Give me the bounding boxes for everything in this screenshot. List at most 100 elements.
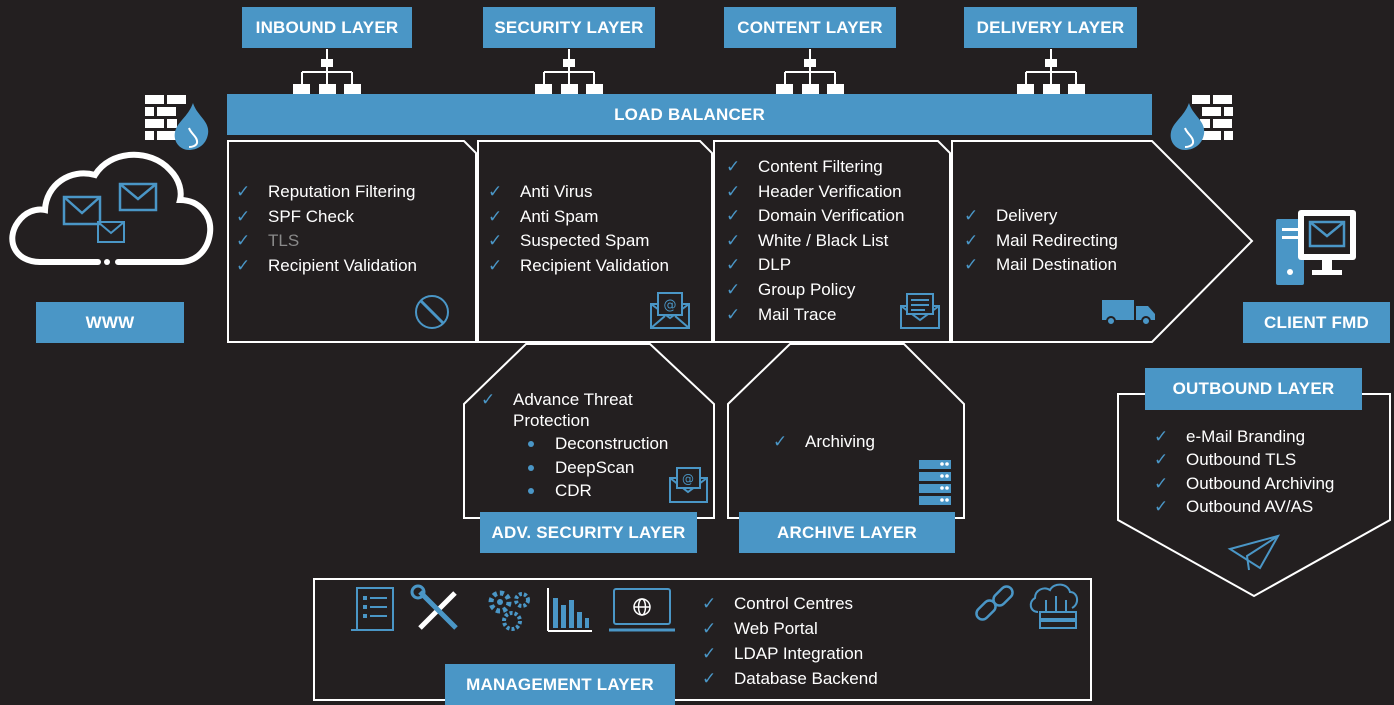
delivery-layer-label: DELIVERY LAYER <box>964 7 1137 48</box>
delivery-arrow <box>951 140 1254 343</box>
content-items: ✓Content Filtering ✓Header Verification … <box>726 155 904 327</box>
laptop-globe-icon <box>609 588 675 632</box>
security-layer-label: SECURITY LAYER <box>483 7 655 48</box>
list-item: ✓DLP <box>726 253 904 278</box>
adv-security-panel <box>463 343 715 519</box>
archive-layer-label: ARCHIVE LAYER <box>739 512 955 553</box>
newsletter-icon <box>900 293 940 329</box>
check-icon: ✓ <box>236 182 251 201</box>
check-icon: ✓ <box>702 619 717 638</box>
check-icon: ✓ <box>726 279 741 299</box>
list-item: ✓Anti Spam <box>488 205 669 230</box>
list-item: ✓Outbound TLS <box>1154 448 1334 471</box>
cloud-network-icon <box>1029 583 1078 629</box>
list-item: ✓SPF Check <box>236 205 417 230</box>
check-icon: ✓ <box>702 594 717 613</box>
document-list-icon <box>351 587 394 631</box>
delivery-items: ✓Delivery ✓Mail Redirecting ✓Mail Destin… <box>964 204 1118 278</box>
svg-text:@: @ <box>664 298 677 313</box>
check-icon: ✓ <box>488 231 503 251</box>
list-item: ✓Content Filtering <box>726 155 904 180</box>
list-item: ✓Group Policy <box>726 278 904 303</box>
check-icon: ✓ <box>726 206 741 226</box>
check-icon: ✓ <box>726 181 741 201</box>
paper-plane-icon <box>1227 534 1281 571</box>
check-icon: ✓ <box>726 255 741 275</box>
management-layer-label: MANAGEMENT LAYER <box>445 664 675 705</box>
check-icon: ✓ <box>236 206 251 226</box>
inbound-panel <box>227 140 477 343</box>
adv-security-layer-label: ADV. SECURITY LAYER <box>480 512 697 553</box>
check-icon: ✓ <box>726 157 741 176</box>
list-item: ✓Header Verification <box>726 180 904 205</box>
email-at-icon: @ <box>650 292 690 329</box>
management-items: ✓Control Centres ✓Web Portal ✓LDAP Integ… <box>702 591 878 691</box>
content-layer-label: CONTENT LAYER <box>724 7 896 48</box>
www-label: WWW <box>36 302 184 343</box>
check-icon: ✓ <box>236 255 251 275</box>
check-icon: ✓ <box>488 206 503 226</box>
list-item: ✓Advance Threat Protection <box>481 390 633 430</box>
outbound-items: ✓e-Mail Branding ✓Outbound TLS ✓Outbound… <box>1154 425 1334 518</box>
network-tree-icon <box>293 49 1085 94</box>
archive-panel <box>727 343 965 519</box>
list-item: ✓Recipient Validation <box>236 254 417 279</box>
check-icon: ✓ <box>726 230 741 250</box>
inbound-layer-label: INBOUND LAYER <box>242 7 412 48</box>
firewall-left-icon <box>145 95 209 150</box>
check-icon: ✓ <box>481 390 496 409</box>
list-item: ✓Outbound Archiving <box>1154 472 1334 495</box>
bullet-icon <box>528 464 534 471</box>
cloud-mail-icon <box>9 151 214 265</box>
adv-security-items: ✓Advance Threat Protection <box>481 389 671 431</box>
load-balancer-bar: LOAD BALANCER <box>227 94 1152 135</box>
list-item: Deconstruction <box>521 432 668 456</box>
bullet-icon <box>528 488 534 494</box>
check-icon: ✓ <box>964 230 979 250</box>
list-item: ✓Database Backend <box>702 666 878 691</box>
list-item: ✓Mail Trace <box>726 303 904 328</box>
tools-icon <box>410 584 458 630</box>
computer-mail-icon <box>1276 210 1356 285</box>
check-icon: ✓ <box>1154 496 1169 516</box>
list-item: ✓Mail Destination <box>964 253 1118 278</box>
security-items: ✓Anti Virus ✓Anti Spam ✓Suspected Spam ✓… <box>488 180 669 278</box>
outbound-layer-label: OUTBOUND LAYER <box>1145 368 1362 410</box>
list-item: ✓Outbound AV/AS <box>1154 495 1334 518</box>
truck-icon <box>1102 300 1155 326</box>
list-item: CDR <box>521 479 668 503</box>
check-icon: ✓ <box>964 255 979 275</box>
list-item: ✓Delivery <box>964 204 1118 229</box>
list-item: ✓Suspected Spam <box>488 229 669 254</box>
list-item: DeepScan <box>521 456 668 480</box>
check-icon: ✓ <box>702 644 717 663</box>
server-rack-icon <box>919 460 951 505</box>
list-item: ✓TLS <box>236 229 417 254</box>
list-item: ✓LDAP Integration <box>702 641 878 666</box>
list-item: ✓White / Black List <box>726 229 904 254</box>
check-icon: ✓ <box>236 231 251 251</box>
gears-icon <box>488 590 530 631</box>
check-icon: ✓ <box>773 432 788 451</box>
list-item: ✓Control Centres <box>702 591 878 616</box>
blocked-icon <box>415 295 449 329</box>
check-icon: ✓ <box>488 255 503 275</box>
list-item: ✓Web Portal <box>702 616 878 641</box>
archive-items: ✓Archiving <box>773 430 875 455</box>
chain-link-icon <box>975 585 1014 621</box>
check-icon: ✓ <box>726 304 741 324</box>
check-icon: ✓ <box>964 206 979 225</box>
check-icon: ✓ <box>702 669 717 688</box>
list-item: ✓Reputation Filtering <box>236 180 417 205</box>
list-item: ✓Domain Verification <box>726 204 904 229</box>
management-panel <box>313 578 1092 701</box>
list-item: ✓Archiving <box>773 430 875 455</box>
list-item: ✓Recipient Validation <box>488 254 669 279</box>
client-fmd-label: CLIENT FMD <box>1243 302 1390 343</box>
adv-security-subitems: Deconstruction DeepScan CDR <box>521 432 668 503</box>
inbound-items: ✓Reputation Filtering ✓SPF Check ✓TLS ✓R… <box>236 180 417 278</box>
security-panel <box>477 140 713 343</box>
email-at-icon: @ <box>669 467 708 503</box>
bar-chart-icon <box>547 588 592 632</box>
